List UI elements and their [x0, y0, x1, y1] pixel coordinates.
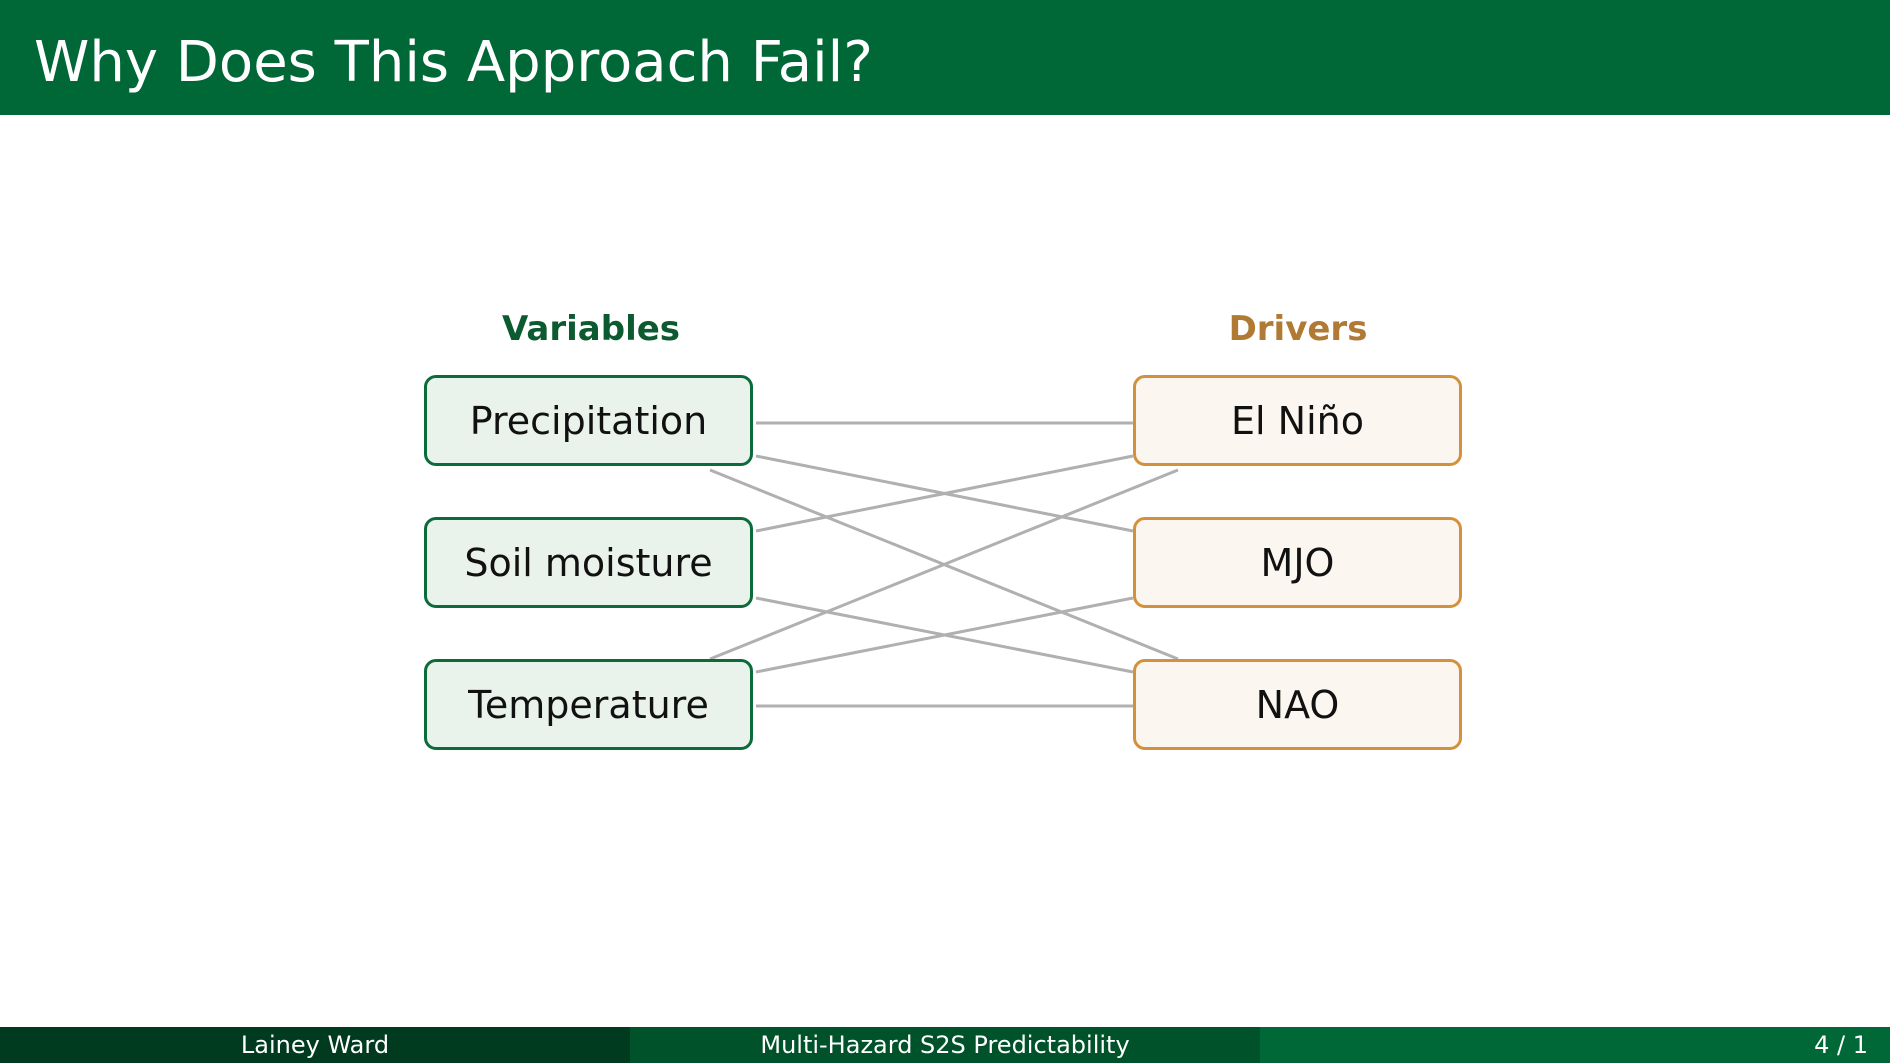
- variable-label: Temperature: [468, 682, 709, 727]
- link-temperature-mjo: [755, 596, 1134, 674]
- slide-header: Why Does This Approach Fail?: [0, 0, 1890, 115]
- variable-soil-moisture: Soil moisture: [424, 517, 753, 608]
- drivers-heading: Drivers: [1228, 309, 1368, 349]
- variable-precipitation: Precipitation: [424, 375, 753, 466]
- footer-author-text: Lainey Ward: [240, 1031, 390, 1059]
- variable-temperature: Temperature: [424, 659, 753, 750]
- footer-page-number: 4 / 1: [1260, 1027, 1890, 1063]
- driver-mjo: MJO: [1133, 517, 1462, 608]
- footer-author: Lainey Ward: [0, 1027, 630, 1063]
- link-soilmoisture-elnino: [755, 454, 1134, 533]
- slide-title: Why Does This Approach Fail?: [34, 30, 873, 95]
- footer-page-number-text: 4 / 1: [1814, 1031, 1868, 1059]
- driver-el-nino: El Niño: [1133, 375, 1462, 466]
- driver-label: NAO: [1255, 682, 1340, 727]
- variable-label: Soil moisture: [464, 540, 713, 585]
- footer-talk-title: Multi-Hazard S2S Predictability: [630, 1027, 1260, 1063]
- footer-talk-title-text: Multi-Hazard S2S Predictability: [760, 1031, 1130, 1059]
- driver-label: El Niño: [1231, 398, 1364, 443]
- link-temperature-elnino: [709, 468, 1179, 661]
- driver-label: MJO: [1260, 540, 1335, 585]
- slide-footer: Lainey Ward Multi-Hazard S2S Predictabil…: [0, 1027, 1890, 1063]
- driver-nao: NAO: [1133, 659, 1462, 750]
- variables-heading: Variables: [501, 309, 681, 349]
- variable-label: Precipitation: [469, 398, 708, 443]
